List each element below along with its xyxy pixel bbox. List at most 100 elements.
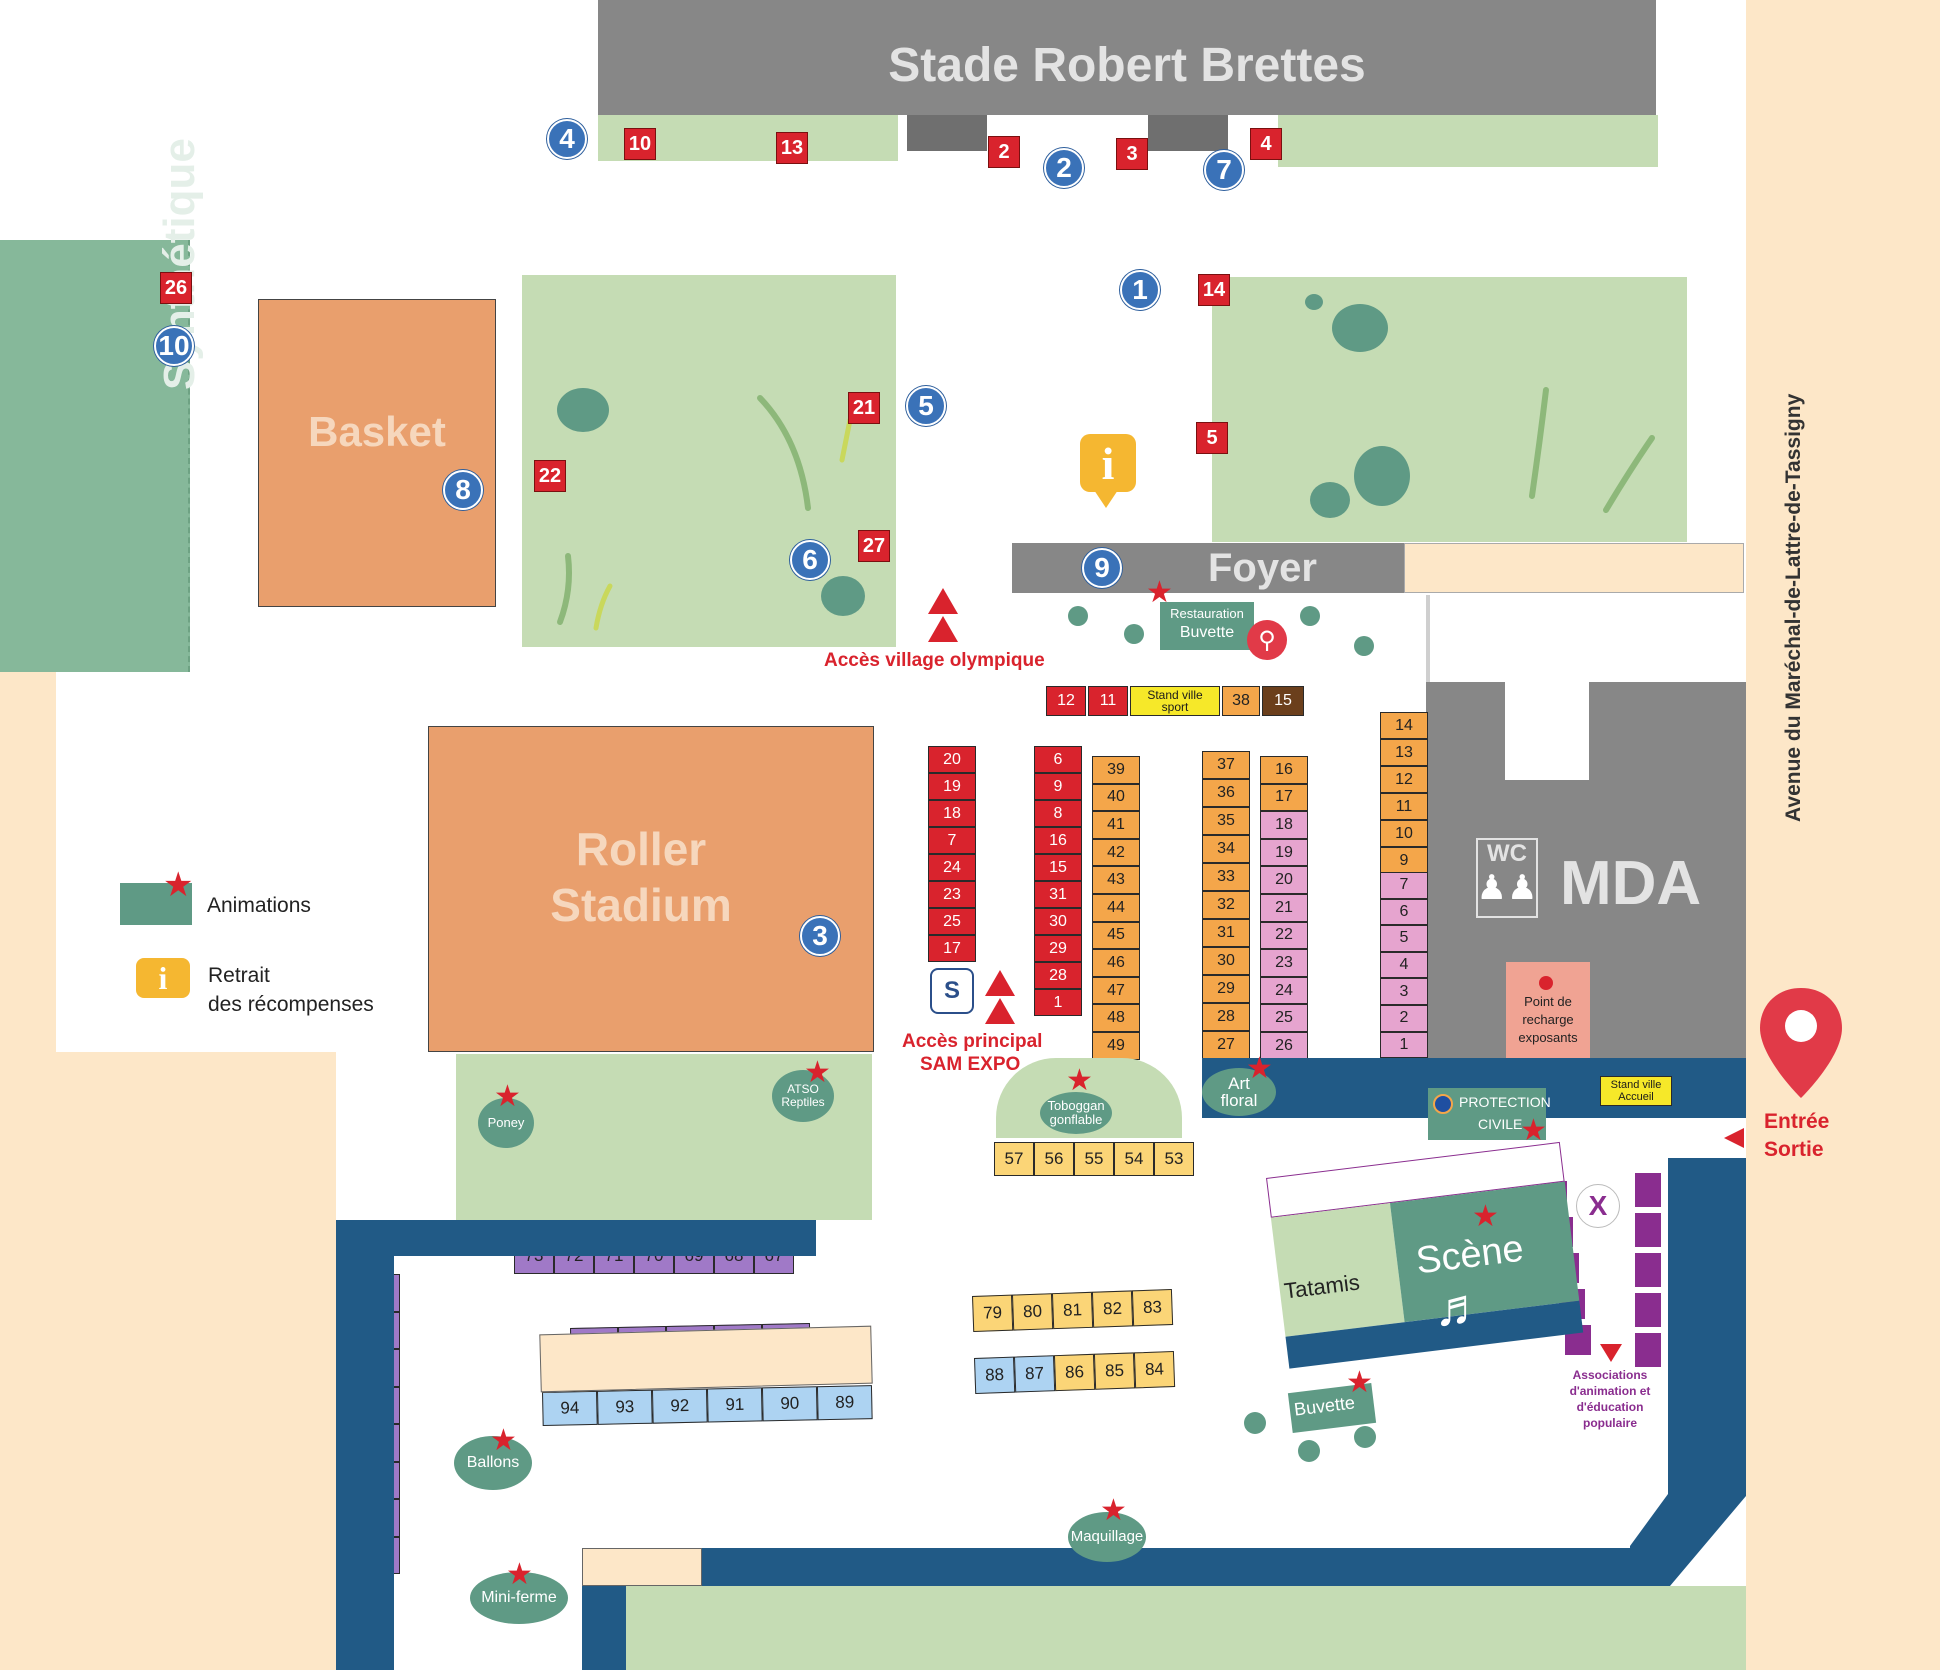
assoc-stand[interactable] [1634, 1332, 1662, 1368]
stand-2[interactable]: 2 [988, 136, 1020, 168]
marker-3[interactable]: 3 [800, 916, 840, 956]
stand-15[interactable]: 15 [1262, 686, 1304, 716]
atso-animation[interactable]: ATSO Reptiles [772, 1070, 834, 1122]
marker-8[interactable]: 8 [443, 470, 483, 510]
poney-animation[interactable]: Poney [478, 1098, 534, 1148]
stand-45[interactable]: 45 [1092, 921, 1140, 950]
stand-49[interactable]: 49 [1092, 1032, 1140, 1060]
stand-9[interactable]: 9 [1034, 773, 1082, 800]
stand-7[interactable]: 7 [928, 827, 976, 854]
marker-7[interactable]: 7 [1204, 150, 1244, 190]
stand-11[interactable]: 11 [1380, 793, 1428, 820]
stand-48[interactable]: 48 [1092, 1004, 1140, 1032]
stand-94[interactable]: 94 [542, 1390, 598, 1426]
stand-29[interactable]: 29 [1034, 935, 1082, 962]
stand-90[interactable]: 90 [761, 1386, 818, 1422]
toboggan-animation[interactable]: Toboggan gonflable [1040, 1092, 1112, 1134]
stand-30[interactable]: 30 [1034, 908, 1082, 935]
stand-26[interactable]: 26 [160, 272, 192, 304]
stand-27[interactable]: 27 [858, 530, 890, 562]
stand-30[interactable]: 30 [1202, 947, 1250, 975]
miniferme-animation[interactable]: Mini-ferme [470, 1572, 568, 1624]
stand-17[interactable]: 17 [928, 935, 976, 962]
stand-18[interactable]: 18 [1260, 811, 1308, 839]
stand-16[interactable]: 16 [1260, 756, 1308, 784]
stand-15[interactable]: 15 [1034, 854, 1082, 881]
stand-87[interactable]: 87 [1013, 1355, 1056, 1393]
stand-55[interactable]: 55 [1074, 1142, 1114, 1176]
stand-88[interactable]: 88 [974, 1356, 1016, 1394]
stand-86[interactable]: 86 [1053, 1353, 1096, 1392]
stand-1[interactable]: 1 [1034, 989, 1082, 1016]
stand-83[interactable]: 83 [1131, 1289, 1174, 1327]
stand-18[interactable]: 18 [928, 800, 976, 827]
stand-79[interactable]: 79 [972, 1294, 1014, 1332]
stand-26[interactable]: 26 [1260, 1032, 1308, 1060]
stand-ville-accueil[interactable]: Stand ville Accueil [1600, 1076, 1672, 1106]
marker-1[interactable]: 1 [1120, 270, 1160, 310]
stand-21[interactable]: 21 [1260, 894, 1308, 922]
stand-4[interactable]: 4 [1380, 951, 1428, 979]
stand-84[interactable]: 84 [1133, 1351, 1176, 1389]
art-floral-animation[interactable]: Art floral [1202, 1068, 1276, 1116]
stand-89[interactable]: 89 [816, 1385, 873, 1421]
stand-38[interactable]: 38 [1222, 686, 1260, 716]
stand-ville-sport[interactable]: Stand ville sport [1130, 686, 1220, 716]
stand-39[interactable]: 39 [1092, 756, 1140, 784]
stand-6[interactable]: 6 [1034, 746, 1082, 773]
stand-82[interactable]: 82 [1091, 1290, 1134, 1328]
marker-4[interactable]: 4 [547, 119, 587, 159]
stand-6[interactable]: 6 [1380, 898, 1428, 926]
assoc-stand[interactable] [1634, 1172, 1662, 1208]
assoc-stand[interactable] [1634, 1212, 1662, 1248]
stand-42[interactable]: 42 [1092, 838, 1140, 867]
stand-19[interactable]: 19 [928, 773, 976, 800]
stand-23[interactable]: 23 [1260, 949, 1308, 977]
stand-41[interactable]: 41 [1092, 811, 1140, 839]
stand-56[interactable]: 56 [1034, 1142, 1074, 1176]
stand-17[interactable]: 17 [1260, 783, 1308, 812]
ballons-animation[interactable]: Ballons [454, 1436, 532, 1490]
stand-28[interactable]: 28 [1202, 1003, 1250, 1031]
stand-23[interactable]: 23 [928, 881, 976, 908]
stand-1[interactable]: 1 [1380, 1031, 1428, 1059]
stand-34[interactable]: 34 [1202, 835, 1250, 863]
stand-11[interactable]: 11 [1088, 686, 1128, 716]
stand-13[interactable]: 13 [776, 132, 808, 164]
stand-25[interactable]: 25 [928, 908, 976, 935]
stand-9[interactable]: 9 [1380, 847, 1428, 874]
stand-12[interactable]: 12 [1380, 766, 1428, 793]
stand-8[interactable]: 8 [1034, 800, 1082, 827]
stand-37[interactable]: 37 [1202, 751, 1250, 779]
stand-20[interactable]: 20 [1260, 866, 1308, 894]
stand-4[interactable]: 4 [1250, 128, 1282, 160]
stand-36[interactable]: 36 [1202, 779, 1250, 807]
stand-2[interactable]: 2 [1380, 1005, 1428, 1032]
stand-21[interactable]: 21 [848, 392, 880, 424]
stand-25[interactable]: 25 [1260, 1004, 1308, 1032]
stand-24[interactable]: 24 [1260, 976, 1308, 1005]
stand-22[interactable]: 22 [1260, 921, 1308, 950]
stand-47[interactable]: 47 [1092, 976, 1140, 1005]
stand-24[interactable]: 24 [928, 854, 976, 881]
stand-33[interactable]: 33 [1202, 863, 1250, 891]
stand-29[interactable]: 29 [1202, 975, 1250, 1003]
stand-91[interactable]: 91 [706, 1387, 763, 1423]
stand-3[interactable]: 3 [1116, 138, 1148, 170]
stand-27[interactable]: 27 [1202, 1031, 1250, 1059]
stand-46[interactable]: 46 [1092, 949, 1140, 977]
stand-32[interactable]: 32 [1202, 891, 1250, 919]
stand-44[interactable]: 44 [1092, 894, 1140, 922]
stand-14[interactable]: 14 [1198, 274, 1230, 306]
marker-9[interactable]: 9 [1082, 548, 1122, 588]
stand-85[interactable]: 85 [1093, 1352, 1136, 1390]
stand-80[interactable]: 80 [1011, 1293, 1054, 1331]
stand-10[interactable]: 10 [624, 128, 656, 160]
marker-10[interactable]: 10 [154, 326, 194, 366]
stand-12[interactable]: 12 [1046, 686, 1086, 716]
stand-5[interactable]: 5 [1196, 422, 1228, 454]
stand-10[interactable]: 10 [1380, 820, 1428, 847]
marker-6[interactable]: 6 [790, 540, 830, 580]
maquillage-animation[interactable]: Maquillage [1068, 1512, 1146, 1562]
stand-19[interactable]: 19 [1260, 838, 1308, 867]
